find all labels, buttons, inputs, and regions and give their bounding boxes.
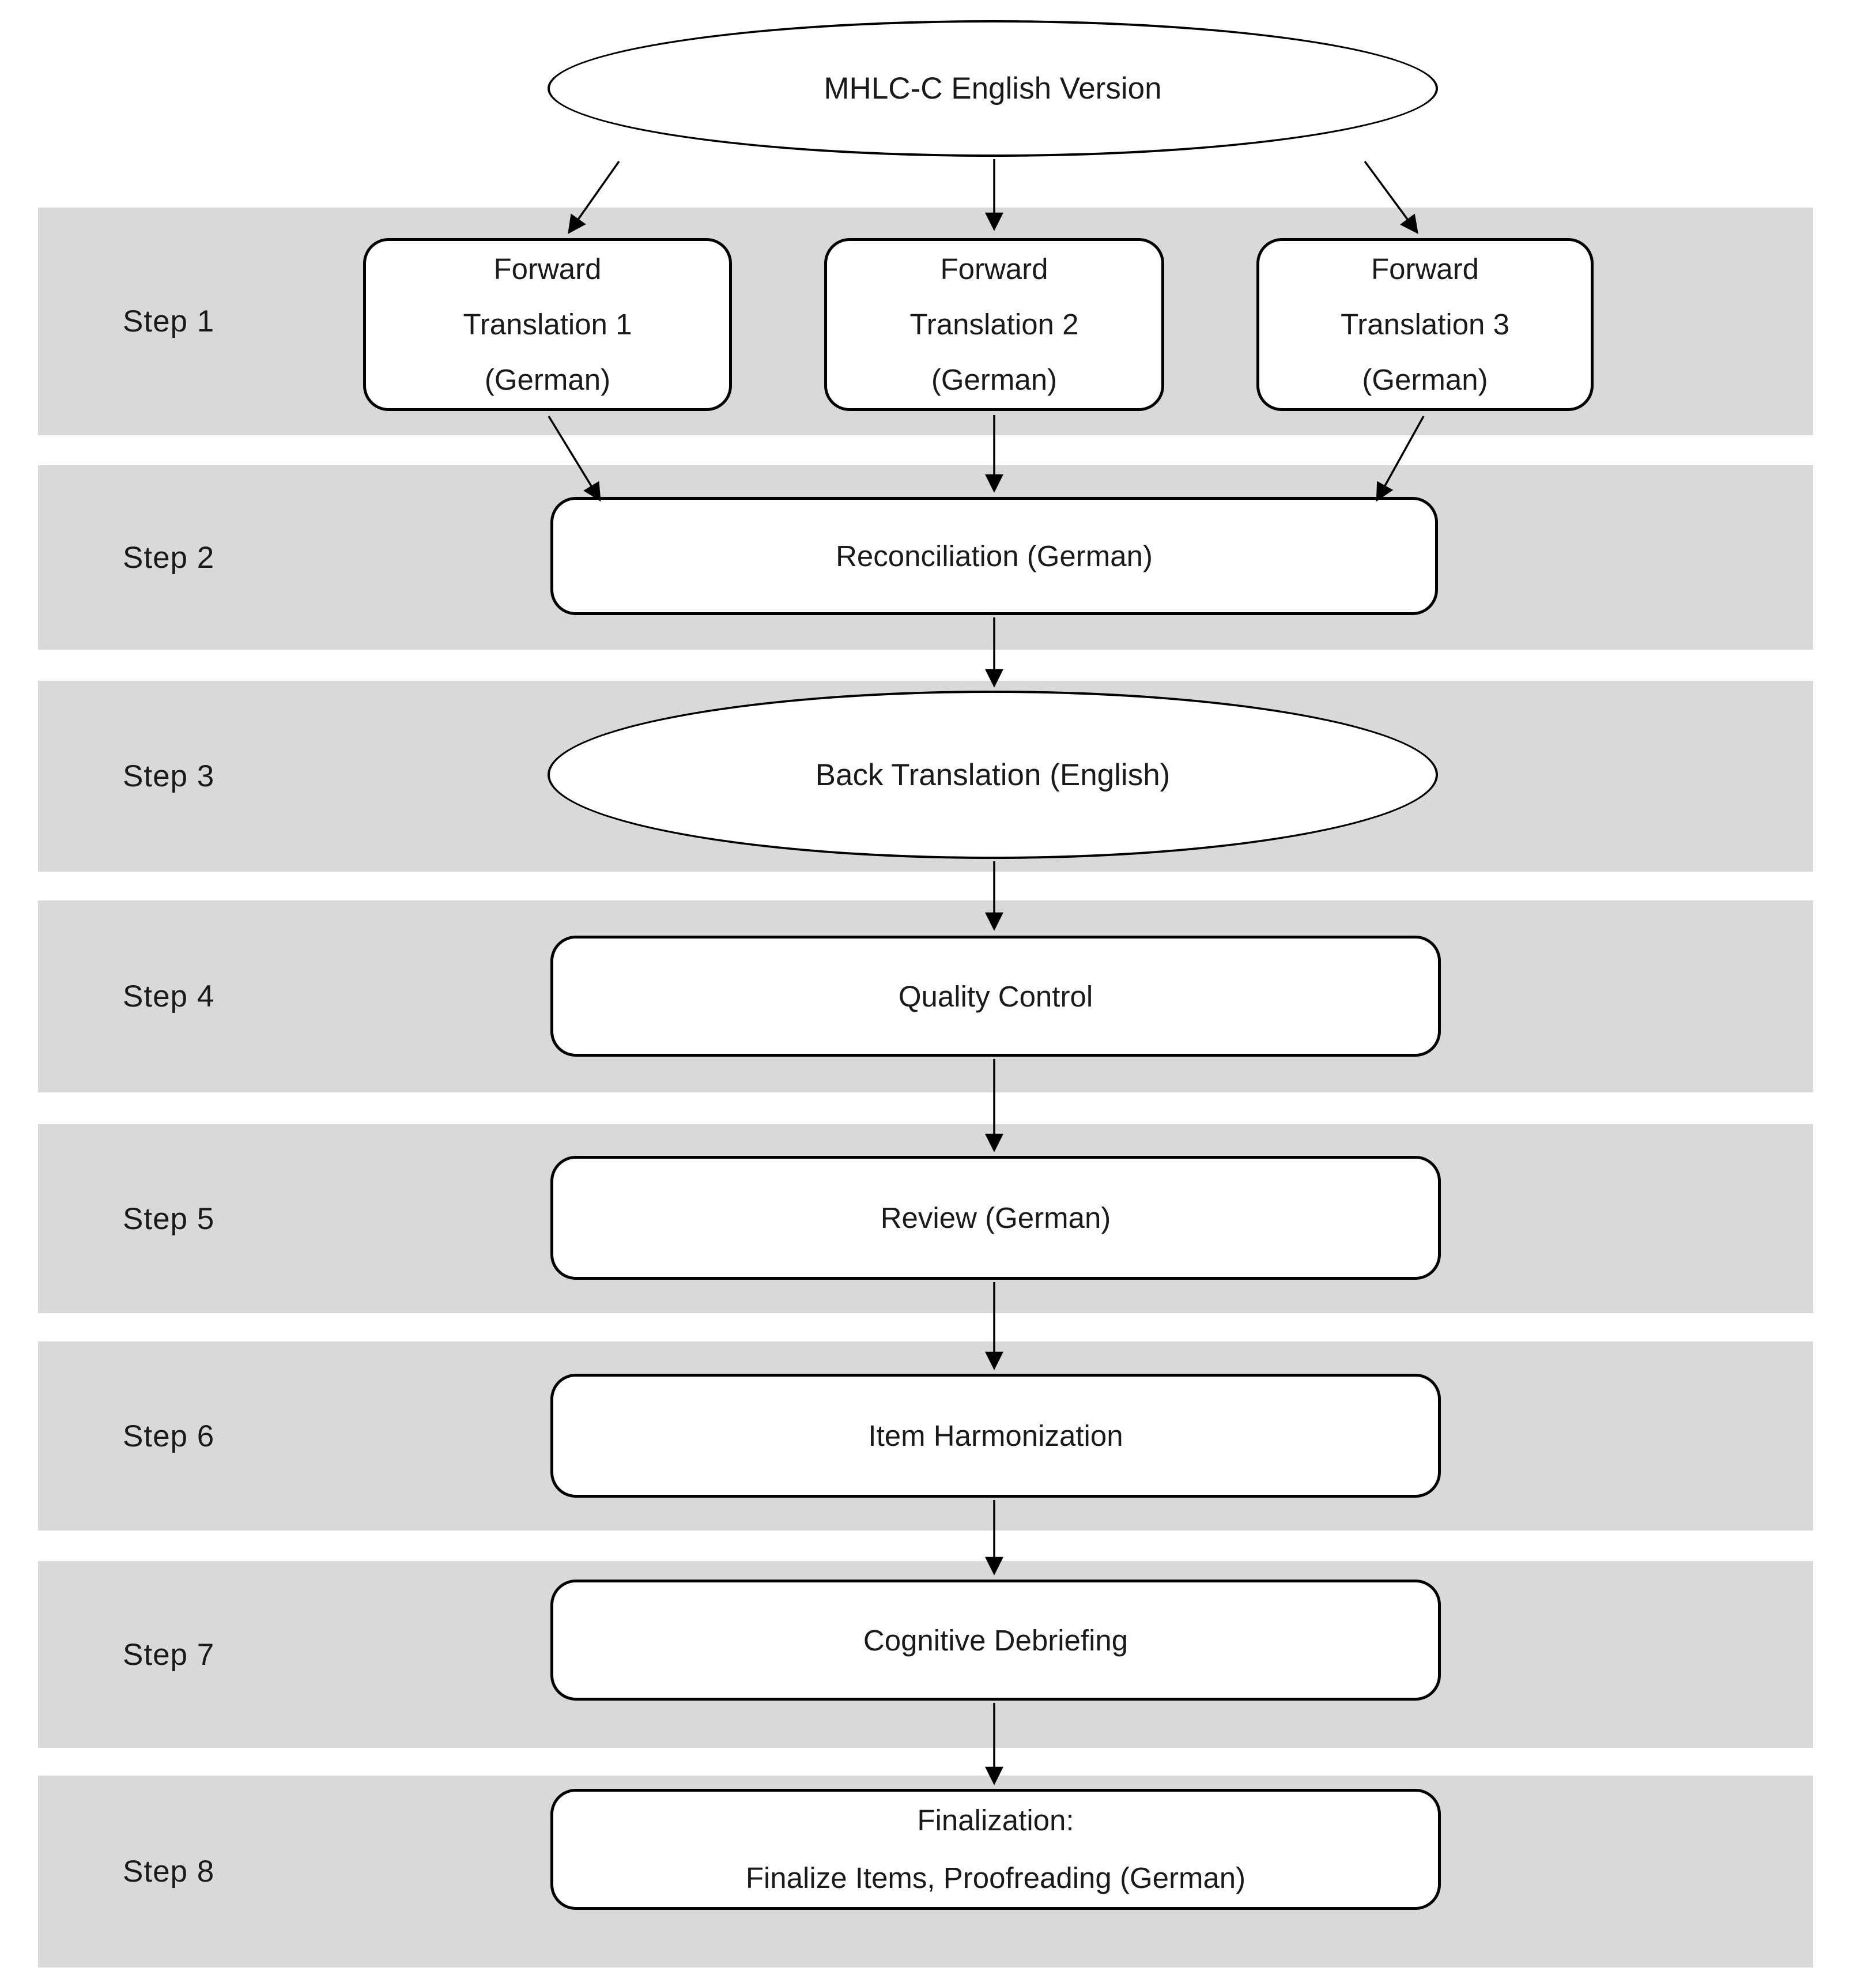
step-label-3: Step 3	[123, 759, 215, 793]
node-quality-control: Quality Control	[550, 936, 1441, 1057]
node-finalization: Finalization: Finalize Items, Proofreadi…	[550, 1789, 1441, 1910]
node-review-label: Review (German)	[880, 1201, 1111, 1234]
step-band-2: Step 2	[38, 465, 1813, 650]
node-finalization-label: Finalization: Finalize Items, Proofreadi…	[745, 1804, 1246, 1894]
node-reconciliation-label: Reconciliation (German)	[836, 540, 1153, 572]
step-label-1: Step 1	[123, 304, 215, 338]
node-reconciliation: Reconciliation (German)	[550, 497, 1438, 615]
step-label-6: Step 6	[123, 1419, 215, 1453]
node-source-label: MHLC-C English Version	[824, 71, 1162, 105]
step-label-2: Step 2	[123, 540, 215, 575]
step-label-4: Step 4	[123, 979, 215, 1013]
node-review: Review (German)	[550, 1156, 1441, 1280]
step-label-7: Step 7	[123, 1637, 215, 1672]
node-forward-translation-1-label: Forward Translation 1 (German)	[463, 252, 632, 396]
node-back-translation-label: Back Translation (English)	[815, 757, 1171, 792]
node-source-english-version: MHLC-C English Version	[548, 20, 1438, 157]
node-item-harmonization-label: Item Harmonization	[868, 1419, 1123, 1452]
step-label-8: Step 8	[123, 1855, 215, 1889]
node-forward-translation-2: Forward Translation 2 (German)	[824, 238, 1164, 411]
node-item-harmonization: Item Harmonization	[550, 1374, 1441, 1498]
node-cognitive-debriefing-label: Cognitive Debriefing	[863, 1623, 1128, 1657]
node-quality-control-label: Quality Control	[898, 979, 1093, 1013]
node-forward-translation-3: Forward Translation 3 (German)	[1256, 238, 1594, 411]
node-back-translation: Back Translation (English)	[548, 691, 1438, 859]
node-forward-translation-3-label: Forward Translation 3 (German)	[1341, 252, 1509, 396]
node-forward-translation-1: Forward Translation 1 (German)	[363, 238, 732, 411]
node-forward-translation-2-label: Forward Translation 2 (German)	[909, 252, 1079, 396]
node-cognitive-debriefing: Cognitive Debriefing	[550, 1580, 1441, 1701]
step-label-5: Step 5	[123, 1201, 215, 1236]
